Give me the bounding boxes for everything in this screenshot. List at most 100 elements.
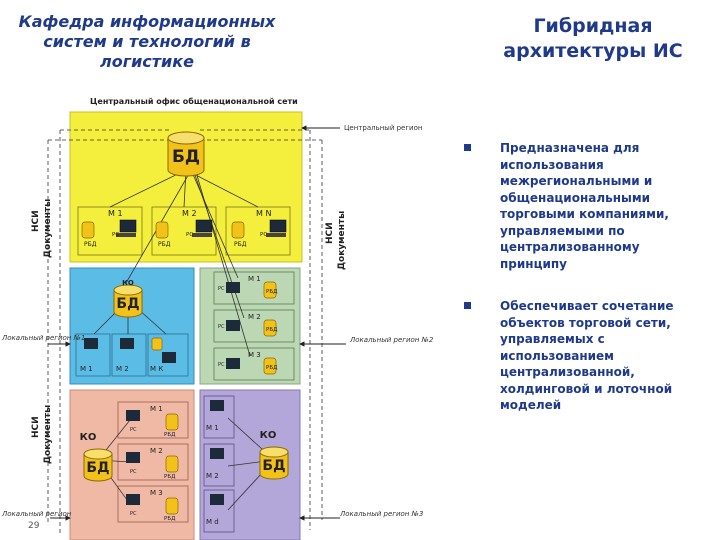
module-purple-1: М 1 xyxy=(206,400,224,432)
computer-icon xyxy=(195,219,213,233)
database-icon xyxy=(83,448,113,482)
computer-icon xyxy=(210,494,224,505)
module-pink-2: М 2 PC РБД xyxy=(126,447,179,480)
rdb-label: РБД xyxy=(266,365,278,371)
keyboard-icon xyxy=(266,233,286,237)
module-central-n: М N РБД PC xyxy=(231,209,287,248)
pc-label: PC xyxy=(112,232,119,238)
ko-label: КО xyxy=(80,432,97,443)
computer-icon xyxy=(84,338,98,349)
computer-icon xyxy=(226,320,240,331)
slide-title: Гибридная архитектуры ИС xyxy=(503,15,683,62)
database-icon xyxy=(165,497,179,515)
database-icon xyxy=(263,319,277,337)
pc-label: PC xyxy=(218,362,225,368)
module-box xyxy=(111,333,147,377)
bullet-item: Обеспечивает сочетание объектов торговой… xyxy=(460,298,710,414)
module-label: М 1 xyxy=(108,209,123,218)
rdb-label: РБД xyxy=(84,241,97,248)
module-label: М 1 xyxy=(206,424,219,432)
module-green-2: М 2 PC РБД xyxy=(218,313,278,337)
module-box xyxy=(203,489,235,533)
rdb-label: РБД xyxy=(234,241,247,248)
db-label: БД xyxy=(116,296,139,312)
keyboard-icon xyxy=(192,233,212,237)
module-box xyxy=(203,395,235,439)
database-icon xyxy=(81,221,95,239)
pc-label: PC xyxy=(130,511,137,517)
module-green-1: М 1 PC РБД xyxy=(218,275,278,299)
module-label: М 2 xyxy=(182,209,197,218)
module-pink-3: М 3 PC РБД xyxy=(126,489,179,522)
module-label: М 1 xyxy=(150,405,163,413)
computer-icon xyxy=(119,219,137,233)
pc-label: PC xyxy=(130,469,137,475)
module-box xyxy=(117,485,189,523)
module-label: М 3 xyxy=(150,489,163,497)
module-label: М d xyxy=(206,518,219,526)
module-box xyxy=(213,309,295,343)
region-3-label: Локальный регион №3 xyxy=(339,510,423,518)
computer-icon xyxy=(226,358,240,369)
module-blue-1: М 1 xyxy=(80,338,98,373)
regional-zone-2 xyxy=(199,267,301,385)
module-box xyxy=(117,443,189,481)
regional-zone-1 xyxy=(69,267,195,385)
keyboard-icon xyxy=(116,233,136,237)
module-box xyxy=(147,333,189,377)
module-box xyxy=(75,333,111,377)
rdb-label: РБД xyxy=(158,241,171,248)
module-label: М 2 xyxy=(150,447,163,455)
database-icon xyxy=(155,221,169,239)
database-icon xyxy=(263,357,277,375)
database-icon xyxy=(231,221,245,239)
db-label: БД xyxy=(262,458,285,474)
architecture-diagram: Центральный офис общенациональной сети xyxy=(1,96,434,540)
database-icon xyxy=(165,455,179,473)
bullet-text: Предназначена для использования межрегио… xyxy=(500,141,669,271)
pc-label: PC xyxy=(130,427,137,433)
slide-number: 29 xyxy=(28,521,40,531)
computer-icon xyxy=(210,448,224,459)
module-label: М 1 xyxy=(80,365,93,373)
region-1-label: Локальный регион №1 xyxy=(1,334,85,342)
module-purple-2: М 2 xyxy=(206,448,224,480)
pc-label: PC xyxy=(218,286,225,292)
module-blue-2: М 2 xyxy=(116,338,134,373)
database-icon xyxy=(167,131,205,177)
bullet-square-icon xyxy=(464,302,471,309)
module-box xyxy=(213,347,295,381)
nsi-label: НСИ xyxy=(31,210,41,232)
computer-icon xyxy=(162,352,176,363)
module-pink-1: М 1 PC РБД xyxy=(126,405,179,438)
rdb-label: РБД xyxy=(164,432,176,438)
ko-label: КО xyxy=(122,279,134,287)
nsi-label: НСИ xyxy=(31,416,41,438)
module-central-2: М 2 РБД PC xyxy=(155,209,213,248)
pc-label: PC xyxy=(218,324,225,330)
rdb-label: РБД xyxy=(164,516,176,522)
documents-label: Документы xyxy=(337,211,347,270)
rdb-label: РБД xyxy=(266,327,278,333)
module-purple-d: М d xyxy=(206,494,224,526)
db-label: БД xyxy=(172,147,200,167)
central-office-label: Центральный офис общенациональной сети xyxy=(90,96,298,106)
bullet-square-icon xyxy=(464,144,471,151)
rdb-label: РБД xyxy=(266,289,278,295)
computer-icon xyxy=(126,494,140,505)
module-box xyxy=(213,271,295,305)
database-icon xyxy=(165,413,179,431)
region-2-label: Локальный регион №2 xyxy=(349,336,434,344)
module-blue-k: М К xyxy=(150,337,176,373)
module-label: М 2 xyxy=(116,365,129,373)
module-green-3: М 3 PC РБД xyxy=(218,351,278,375)
module-box xyxy=(117,401,189,439)
computer-icon xyxy=(226,282,240,293)
nsi-label: НСИ xyxy=(325,222,335,244)
documents-label: Документы xyxy=(43,199,53,258)
region-bottom-left-label: Локальный регион xyxy=(1,510,72,518)
rdb-label: РБД xyxy=(164,474,176,480)
database-icon xyxy=(263,281,277,299)
pc-label: PC xyxy=(260,232,267,238)
module-central-1: М 1 РБД PC xyxy=(81,209,137,248)
